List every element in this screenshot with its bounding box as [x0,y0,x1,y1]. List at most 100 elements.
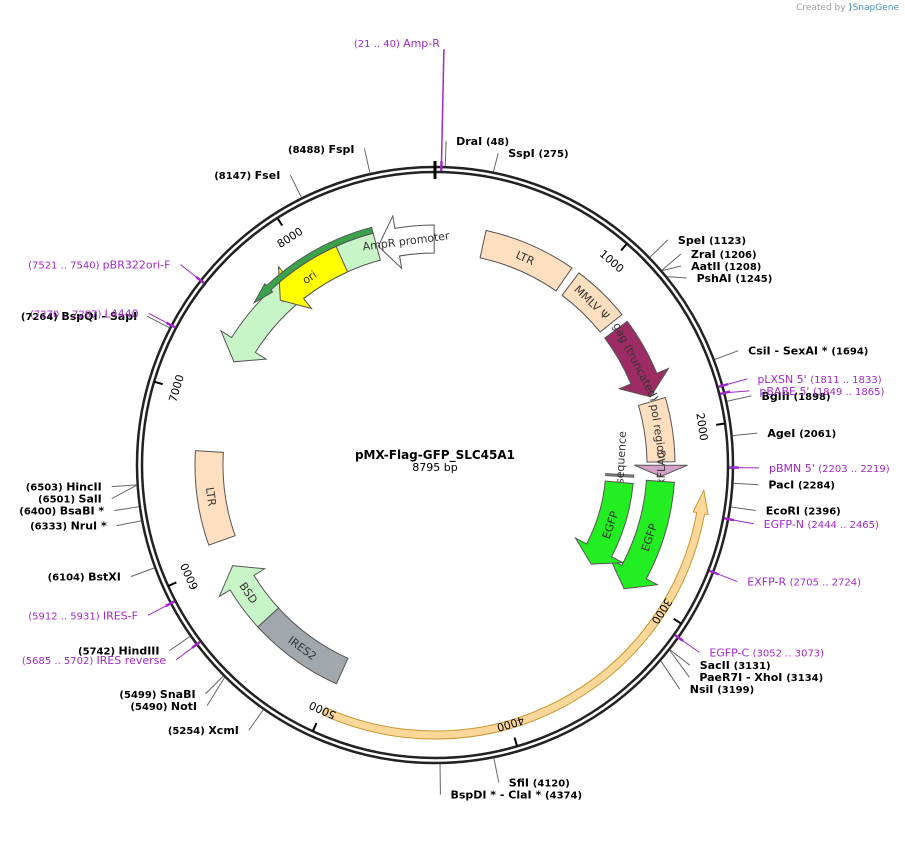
site-leader [669,649,691,666]
primer-pbabe-5[interactable]: pBABE 5' (1849 .. 1865) [759,385,884,398]
site-sfii[interactable]: SfiI (4120) [509,777,570,790]
site-leader [492,153,499,172]
feature-ltr[interactable] [479,229,573,292]
site-leader [146,315,170,329]
primer-exfp-r[interactable]: EXFP-R (2705 .. 2724) [747,576,861,589]
scale-tick-label: 7000 [166,373,186,404]
scale-tick [513,737,519,747]
site-drai[interactable]: DraI (48) [456,135,509,148]
primer-leader [713,572,738,583]
site-nrui[interactable]: (6333) NruI * [30,520,107,533]
site-leader [206,677,226,707]
site-sspi[interactable]: SspI (275) [508,147,568,160]
site-paer7i-xhoi[interactable]: PaeR7I - XhoI (3134) [699,671,823,684]
site-bspdi-clai[interactable]: BspDI * - ClaI * (4374) [450,789,582,802]
feature-3xflag[interactable] [634,464,688,478]
primer-leader [723,378,748,386]
site-leader [205,675,224,695]
site-leader [114,506,140,512]
scale-tick [276,217,284,227]
primer-amp-r[interactable]: (21 .. 40) Amp-R [354,37,440,50]
feature-bsd[interactable] [218,565,280,628]
scale-tick-label: 3000 [648,596,674,627]
site-leader [727,395,752,402]
site-leader [732,432,758,437]
scale-tick [620,242,628,252]
site-leader [364,148,371,174]
primer-egfp-c[interactable]: EGFP-C (3052 .. 3073) [709,646,824,659]
site-csii-sexai[interactable]: CsiI - SexAI * (1694) [748,345,868,358]
primer-leader [440,49,445,164]
feature-slc45a1[interactable] [321,488,709,740]
feature-ltr[interactable] [194,450,236,546]
scale-tick-label: 5000 [307,698,338,721]
scale-tick [716,422,726,426]
site-spei[interactable]: SpeI (1123) [678,234,746,247]
primer-leader [147,603,171,616]
site-paci[interactable]: PacI (2284) [768,479,835,492]
feature-ampr-promoter[interactable] [377,214,435,270]
site-pshai[interactable]: PshAI (1245) [697,272,773,285]
site-hincii[interactable]: (6503) HincII [26,481,102,494]
site-bspqi-sapi[interactable]: (7264) BspQI - SapI [21,310,137,323]
site-leader [444,141,447,167]
site-nsii[interactable]: NsiI (3199) [690,683,754,696]
site-fspi[interactable]: (8488) FspI [288,143,355,156]
feature-ampr[interactable] [252,226,374,305]
scale-tick-label: 6000 [178,561,201,592]
site-leader [733,482,759,486]
primer-plxsn-5[interactable]: pLXSN 5' (1811 .. 1833) [757,373,881,386]
site-leader [130,567,155,578]
site-sali[interactable]: (6501) SalI [38,493,102,506]
site-leader [660,660,681,690]
site-leader [248,709,264,731]
site-leader [289,174,302,198]
feature-pol-region[interactable] [637,396,676,463]
site-aatii[interactable]: AatII (1208) [691,260,761,273]
scale-tick [167,581,177,587]
primer-leader [148,312,172,326]
site-bstxi[interactable]: (6104) BstXI [48,571,121,584]
primer-egfp-n[interactable]: EGFP-N (2444 .. 2465) [764,518,879,531]
feature-mmlv[interactable] [561,272,623,333]
plasmid-name: pMX-Flag-GFP_SLC45A1 [355,448,515,463]
feature-kozak-sequence[interactable] [605,473,635,478]
restriction-sites: DraI (48)SspI (275) SpeI (1123)ZraI (1206… [19,135,868,801]
feature-label: LTR [203,486,219,507]
site-leader [669,649,690,678]
feature-egfp[interactable] [609,479,675,590]
site-noti[interactable]: (5490) NotI [130,700,197,713]
site-hindiii[interactable]: (5742) HindIII [78,645,159,658]
site-bsabi[interactable]: (6400) BsaBI * [19,505,104,518]
feature-egfp[interactable] [574,480,634,565]
primer-pbmn-5[interactable]: pBMN 5' (2203 .. 2219) [769,462,890,475]
site-snabi[interactable]: (5499) SnaBI [119,688,195,701]
site-leader [714,350,739,360]
site-leader [667,276,687,279]
site-bglii[interactable]: BglII (1898) [762,390,831,403]
primer-ires-f[interactable]: (5912 .. 5931) IRES-F [28,609,138,622]
site-ecori[interactable]: EcoRI (2396) [766,505,841,518]
scale-tick-label: 1000 [597,247,627,275]
site-leader [730,506,756,512]
site-leader [661,253,682,271]
primer-sites: pLXSN 5' (1811 .. 1833)pBABE 5' (1849 ..… [22,37,890,667]
site-xcmi[interactable]: (5254) XcmI [168,724,239,737]
site-leader [111,484,137,488]
scale-tick-label: 4000 [495,714,526,734]
scale-tick-label: 8000 [275,225,306,251]
feature-gag-truncated[interactable] [604,320,670,398]
primer-pbr322ori-f[interactable]: (7521 .. 7540) pBR322ori-F [28,259,170,272]
site-sacii[interactable]: SacII (3131) [700,659,771,672]
site-fsei[interactable]: (8147) FseI [214,169,280,182]
site-agei[interactable]: AgeI (2061) [767,427,836,440]
primer-ires-reverse[interactable]: (5685 .. 5702) IRES reverse [22,654,167,667]
primer-leader [725,390,750,394]
site-leader [493,758,500,783]
primer-l4440[interactable]: (7270 .. 7287) L4440 [30,307,139,320]
site-zrai[interactable]: ZraI (1206) [691,248,757,261]
site-leader [111,484,137,500]
site-leader [169,635,191,652]
